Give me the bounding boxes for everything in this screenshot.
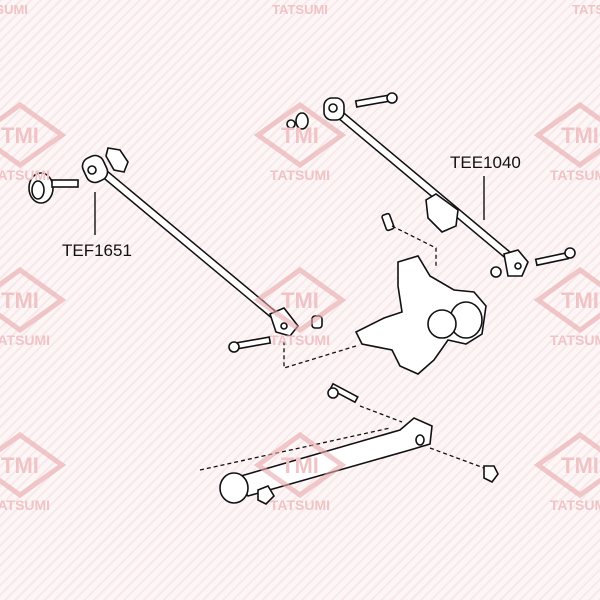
watermark-text: TMI — [1, 123, 39, 148]
part-label-tef1651: TEF1651 — [62, 241, 132, 260]
watermark-text: TMI — [561, 288, 599, 313]
watermark-text: TATSUMI — [272, 2, 328, 17]
watermark-text: TATSUMI — [572, 2, 600, 17]
steering-knuckle — [283, 212, 487, 375]
watermark-text: TATSUMI — [270, 167, 330, 183]
tmi-logo-diamond — [533, 266, 600, 334]
watermark-text: TATSUMI — [550, 497, 600, 513]
watermark-text: TMI — [1, 453, 39, 478]
watermark-text: TMI — [561, 453, 599, 478]
watermark-text: TATSUMI — [0, 332, 50, 348]
watermark-text: TATSUMI — [550, 167, 600, 183]
watermark-text: TMI — [1, 288, 39, 313]
watermark-text: TATSUMI — [550, 332, 600, 348]
watermark-text: TMI — [561, 123, 599, 148]
tmi-logo-diamond — [0, 266, 67, 334]
tmi-logo-diamond — [253, 266, 347, 334]
watermark-text: TATSUMI — [0, 497, 50, 513]
tmi-logo-diamond — [0, 101, 67, 169]
tmi-logo-diamond — [533, 431, 600, 499]
part-label-tee1040: TEE1040 — [450, 153, 521, 172]
watermark-text: TATSUMI — [0, 2, 28, 17]
trailing-arm — [199, 382, 499, 505]
watermark-text: TATSUMI — [270, 332, 330, 348]
tmi-logo-diamond — [533, 101, 600, 169]
watermark-text: TATSUMI — [270, 497, 330, 513]
tmi-logo-diamond — [0, 431, 67, 499]
upper-link-tee1040 — [286, 92, 576, 278]
watermark-text: TMI — [281, 288, 319, 313]
